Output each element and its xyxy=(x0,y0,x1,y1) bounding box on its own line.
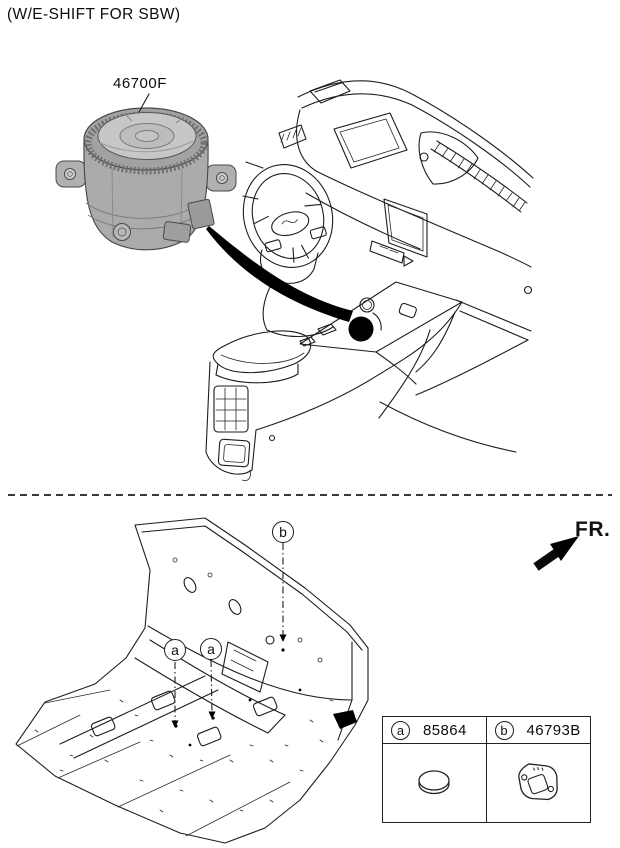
part-code-46793B[interactable]: 46793B xyxy=(526,721,581,739)
floor-pan-illustration xyxy=(15,517,369,844)
callout-a-1[interactable]: a xyxy=(164,639,186,661)
pointer-swoosh-arrow xyxy=(206,226,353,322)
fr-direction-label: FR. xyxy=(575,518,611,541)
variant-note: (W/E-SHIFT FOR SBW) xyxy=(7,6,181,23)
callout-a-2[interactable]: a xyxy=(200,638,222,660)
kia-logo-mark xyxy=(281,219,298,225)
callout-leader-lines xyxy=(174,543,284,721)
callout-b-header: b xyxy=(494,720,514,740)
callout-a-header: a xyxy=(391,720,410,740)
parts-table-cell-grommet xyxy=(487,744,591,822)
callout-b[interactable]: b xyxy=(272,521,294,543)
shift-dial-illustration xyxy=(55,107,237,251)
parts-table-cell-plug xyxy=(383,744,487,822)
grommet-illustration xyxy=(518,763,559,801)
dashboard-illustration xyxy=(205,79,534,481)
section-divider xyxy=(8,494,612,496)
parts-table: a 85864 b 46793B xyxy=(382,716,591,823)
part-code-85864[interactable]: 85864 xyxy=(423,721,467,739)
label-leader-line xyxy=(138,93,150,113)
parts-table-header-b[interactable]: b 46793B xyxy=(486,717,590,744)
dial-location-dot xyxy=(348,316,374,342)
parts-table-header-a[interactable]: a 85864 xyxy=(383,717,487,744)
oval-plug-illustration xyxy=(418,770,450,795)
part-label-46700F[interactable]: 46700F xyxy=(113,75,167,92)
fr-arrow-icon xyxy=(533,536,579,571)
